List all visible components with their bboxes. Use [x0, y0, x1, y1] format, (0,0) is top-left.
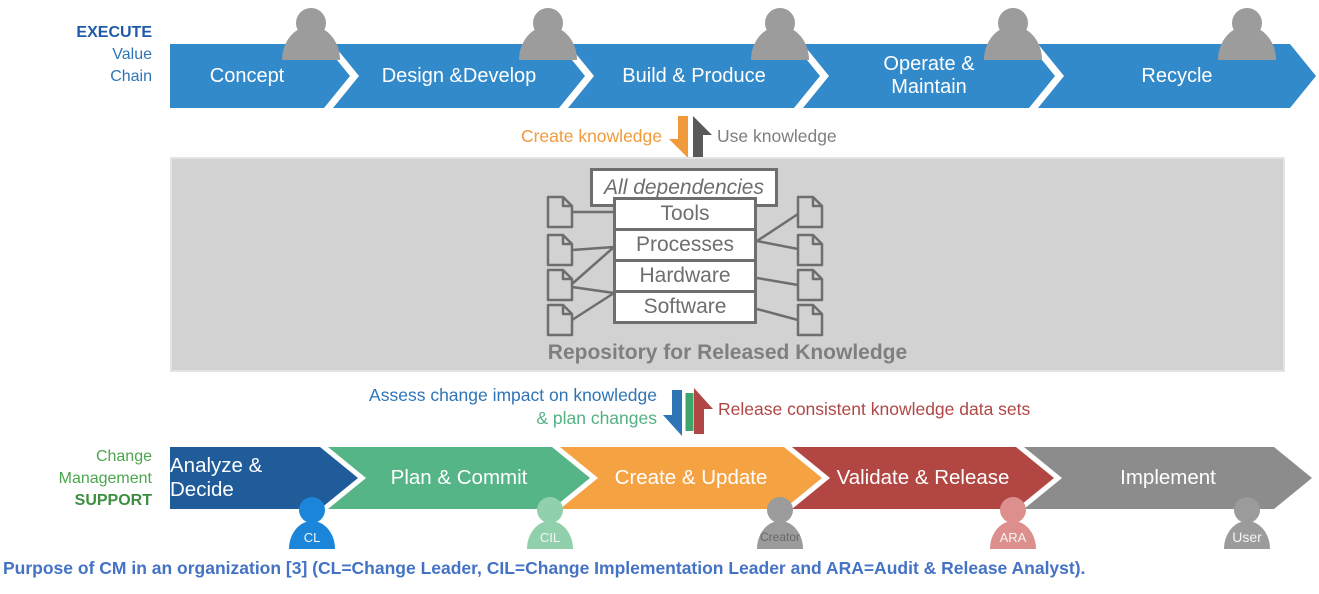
- stage-recycle: Recycle: [1038, 44, 1316, 108]
- execute-chain-label: EXECUTE Value Chain: [10, 22, 152, 88]
- figure-caption: Purpose of CM in an organization [3] (CL…: [3, 558, 1086, 578]
- role-person-cl: CL: [289, 497, 335, 549]
- role-badge-ara: ARA: [990, 521, 1036, 549]
- person-head-icon: [1234, 497, 1260, 523]
- document-icon: [796, 233, 824, 267]
- document-icon: [546, 303, 574, 337]
- support-chain-label: Change Management SUPPORT: [10, 446, 152, 512]
- assess-change-label: Assess change impact on knowledge & plan…: [300, 384, 657, 430]
- create-knowledge-down-arrow-icon: [669, 116, 688, 158]
- stage-implement: Implement: [1024, 447, 1312, 509]
- role-person-cil: CIL: [527, 497, 573, 549]
- assess-down-arrow-icon: [663, 390, 682, 436]
- document-icon: [796, 268, 824, 302]
- person-icon: [1218, 8, 1276, 60]
- change-management-label-line2: Management: [58, 470, 152, 487]
- stage-analyze-decide: Analyze & Decide: [170, 447, 358, 509]
- repository-title: Repository for Released Knowledge: [547, 341, 908, 364]
- stack-row-hardware: Hardware: [616, 259, 754, 290]
- stage-concept-label: Concept: [209, 64, 285, 87]
- stack-row-processes: Processes: [616, 228, 754, 259]
- use-knowledge-up-arrow-icon: [693, 116, 712, 158]
- person-head-icon: [1000, 497, 1026, 523]
- document-icon: [796, 303, 824, 337]
- role-badge-cil: CIL: [527, 521, 573, 549]
- stack-row-software: Software: [616, 290, 754, 321]
- value-chain-label-line1: Value: [112, 46, 152, 63]
- value-chain-label-line2: Chain: [110, 68, 152, 85]
- person-icon: [984, 8, 1042, 60]
- assess-change-line2: & plan changes: [536, 408, 657, 428]
- person-icon: [519, 8, 577, 60]
- repository-connections: [546, 195, 824, 337]
- release-up-arrow-icon: [694, 388, 713, 434]
- stage-analyze-decide-label: Analyze & Decide: [170, 454, 263, 501]
- stack-row-tools: Tools: [660, 202, 710, 225]
- role-person-user: User: [1224, 497, 1270, 549]
- plan-bar-icon: [685, 393, 694, 431]
- person-head-icon: [299, 497, 325, 523]
- release-consistent-label: Release consistent knowledge data sets: [718, 399, 1031, 419]
- person-icon: [282, 8, 340, 60]
- role-person-creator: Creator: [757, 497, 803, 549]
- stage-create-update-label: Create & Update: [614, 466, 768, 489]
- role-badge-cl: CL: [289, 521, 335, 549]
- stage-plan-commit-label: Plan & Commit: [390, 466, 528, 489]
- change-management-label-line1: Change: [95, 448, 152, 465]
- support-title: SUPPORT: [74, 492, 152, 509]
- person-body-icon: [282, 26, 340, 60]
- stage-build-produce-label: Build & Produce: [622, 64, 766, 87]
- person-body-icon: [1218, 26, 1276, 60]
- document-icon: [546, 233, 574, 267]
- stage-validate-release-label: Validate & Release: [836, 466, 1010, 489]
- person-body-icon: [519, 26, 577, 60]
- stage-build-produce: Build & Produce: [568, 44, 820, 108]
- person-head-icon: [767, 497, 793, 523]
- create-knowledge-label: Create knowledge: [520, 126, 662, 146]
- execute-title: EXECUTE: [76, 24, 152, 41]
- document-icon: [546, 268, 574, 302]
- role-badge-user: User: [1224, 521, 1270, 549]
- person-body-icon: [984, 26, 1042, 60]
- change-flow-arrows: [663, 388, 713, 436]
- stage-implement-label: Implement: [1120, 466, 1216, 489]
- stage-create-update: Create & Update: [560, 447, 822, 509]
- knowledge-flow-arrows: [669, 116, 712, 158]
- stage-operate-maintain-label: Operate & Maintain: [883, 53, 975, 98]
- person-icon: [751, 8, 809, 60]
- document-icons: [546, 195, 824, 337]
- stage-recycle-label: Recycle: [1141, 64, 1213, 87]
- document-icon: [796, 195, 824, 229]
- knowledge-stack: Tools Processes Hardware Software: [613, 197, 757, 324]
- role-person-ara: ARA: [990, 497, 1036, 549]
- person-head-icon: [537, 497, 563, 523]
- use-knowledge-label: Use knowledge: [717, 126, 837, 146]
- person-body-icon: [751, 26, 809, 60]
- stage-design-develop-label: Design &Develop: [381, 64, 537, 87]
- document-icon: [546, 195, 574, 229]
- assess-change-line1: Assess change impact on knowledge: [369, 385, 657, 405]
- role-badge-creator: Creator: [757, 521, 803, 549]
